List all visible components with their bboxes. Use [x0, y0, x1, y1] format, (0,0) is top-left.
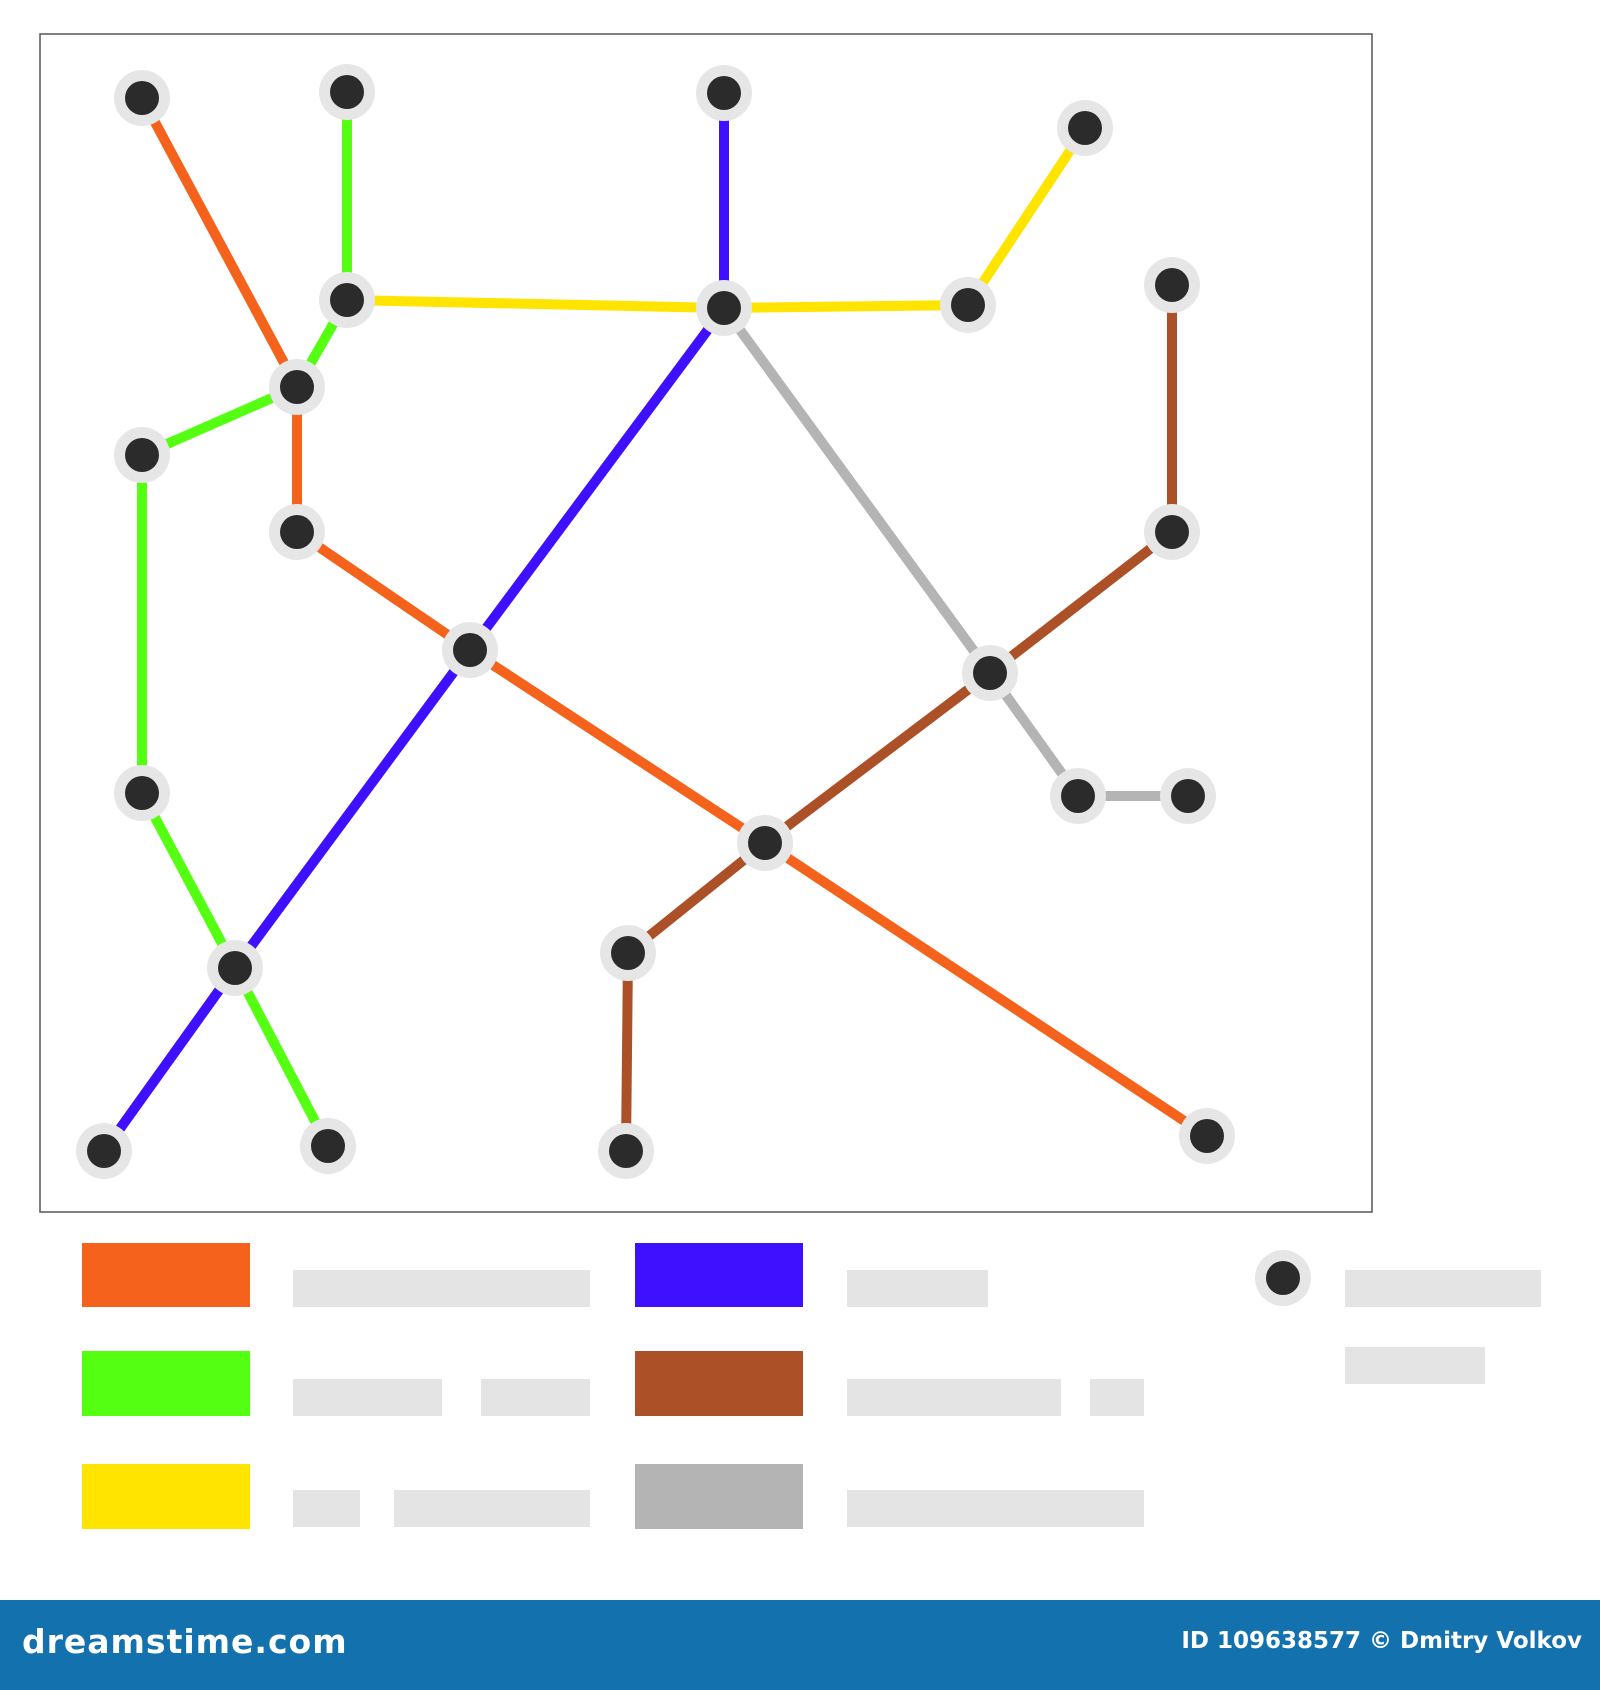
legend-label-placeholder — [847, 1490, 1144, 1527]
station[interactable] — [1050, 768, 1106, 824]
legend-label-placeholder — [847, 1270, 988, 1307]
stations — [76, 64, 1235, 1179]
station[interactable] — [319, 272, 375, 328]
station[interactable] — [114, 427, 170, 483]
station[interactable] — [600, 925, 656, 981]
station[interactable] — [300, 1118, 356, 1174]
line-yellow — [342, 123, 1090, 313]
station-interchange[interactable] — [442, 622, 498, 678]
station-dot-icon — [1255, 1250, 1311, 1306]
legend-label-placeholder — [293, 1379, 442, 1416]
line-gray-path — [719, 303, 1193, 801]
legend-label-placeholder — [1345, 1270, 1541, 1307]
station[interactable] — [696, 65, 752, 121]
station-interchange[interactable] — [207, 940, 263, 996]
map-frame — [39, 33, 1373, 1213]
station-interchange[interactable] — [696, 280, 752, 336]
station-interchange[interactable] — [269, 359, 325, 415]
line-orange-path — [137, 93, 1212, 1141]
station[interactable] — [1179, 1108, 1235, 1164]
station[interactable] — [1144, 257, 1200, 313]
legend-swatch-gray — [635, 1464, 803, 1529]
station[interactable] — [114, 765, 170, 821]
legend-label-placeholder — [1345, 1347, 1485, 1384]
metro-map — [39, 33, 1541, 1529]
line-brown — [621, 280, 1177, 1156]
line-yellow-path — [342, 123, 1090, 313]
legend-label-placeholder — [481, 1379, 590, 1416]
legend-label-placeholder — [293, 1490, 360, 1527]
line-orange — [137, 93, 1212, 1141]
watermark-footer: dreamstime.com ID 109638577 © Dmitry Vol… — [0, 1600, 1600, 1690]
line-gray — [719, 303, 1193, 801]
legend — [82, 1243, 1541, 1529]
legend-label-placeholder — [1090, 1379, 1144, 1416]
legend-swatch-blue — [635, 1243, 803, 1307]
legend-swatch-green — [82, 1351, 250, 1416]
station[interactable] — [940, 277, 996, 333]
station[interactable] — [1144, 504, 1200, 560]
station[interactable] — [114, 70, 170, 126]
station[interactable] — [319, 64, 375, 120]
legend-label-placeholder — [847, 1379, 1061, 1416]
legend-swatch-brown — [635, 1351, 803, 1416]
station[interactable] — [76, 1123, 132, 1179]
legend-label-placeholder — [293, 1270, 590, 1307]
station[interactable] — [269, 504, 325, 560]
legend-swatch-yellow — [82, 1464, 250, 1529]
station-interchange[interactable] — [737, 815, 793, 871]
station[interactable] — [1160, 768, 1216, 824]
line-brown-path — [621, 280, 1177, 1156]
legend-swatch-orange — [82, 1243, 250, 1307]
station-interchange[interactable] — [962, 645, 1018, 701]
footer-credit: ID 109638577 © Dmitry Volkov — [1181, 1628, 1582, 1654]
footer-brand[interactable]: dreamstime.com — [22, 1622, 348, 1661]
legend-label-placeholder — [394, 1490, 590, 1527]
station[interactable] — [598, 1123, 654, 1179]
station[interactable] — [1057, 100, 1113, 156]
